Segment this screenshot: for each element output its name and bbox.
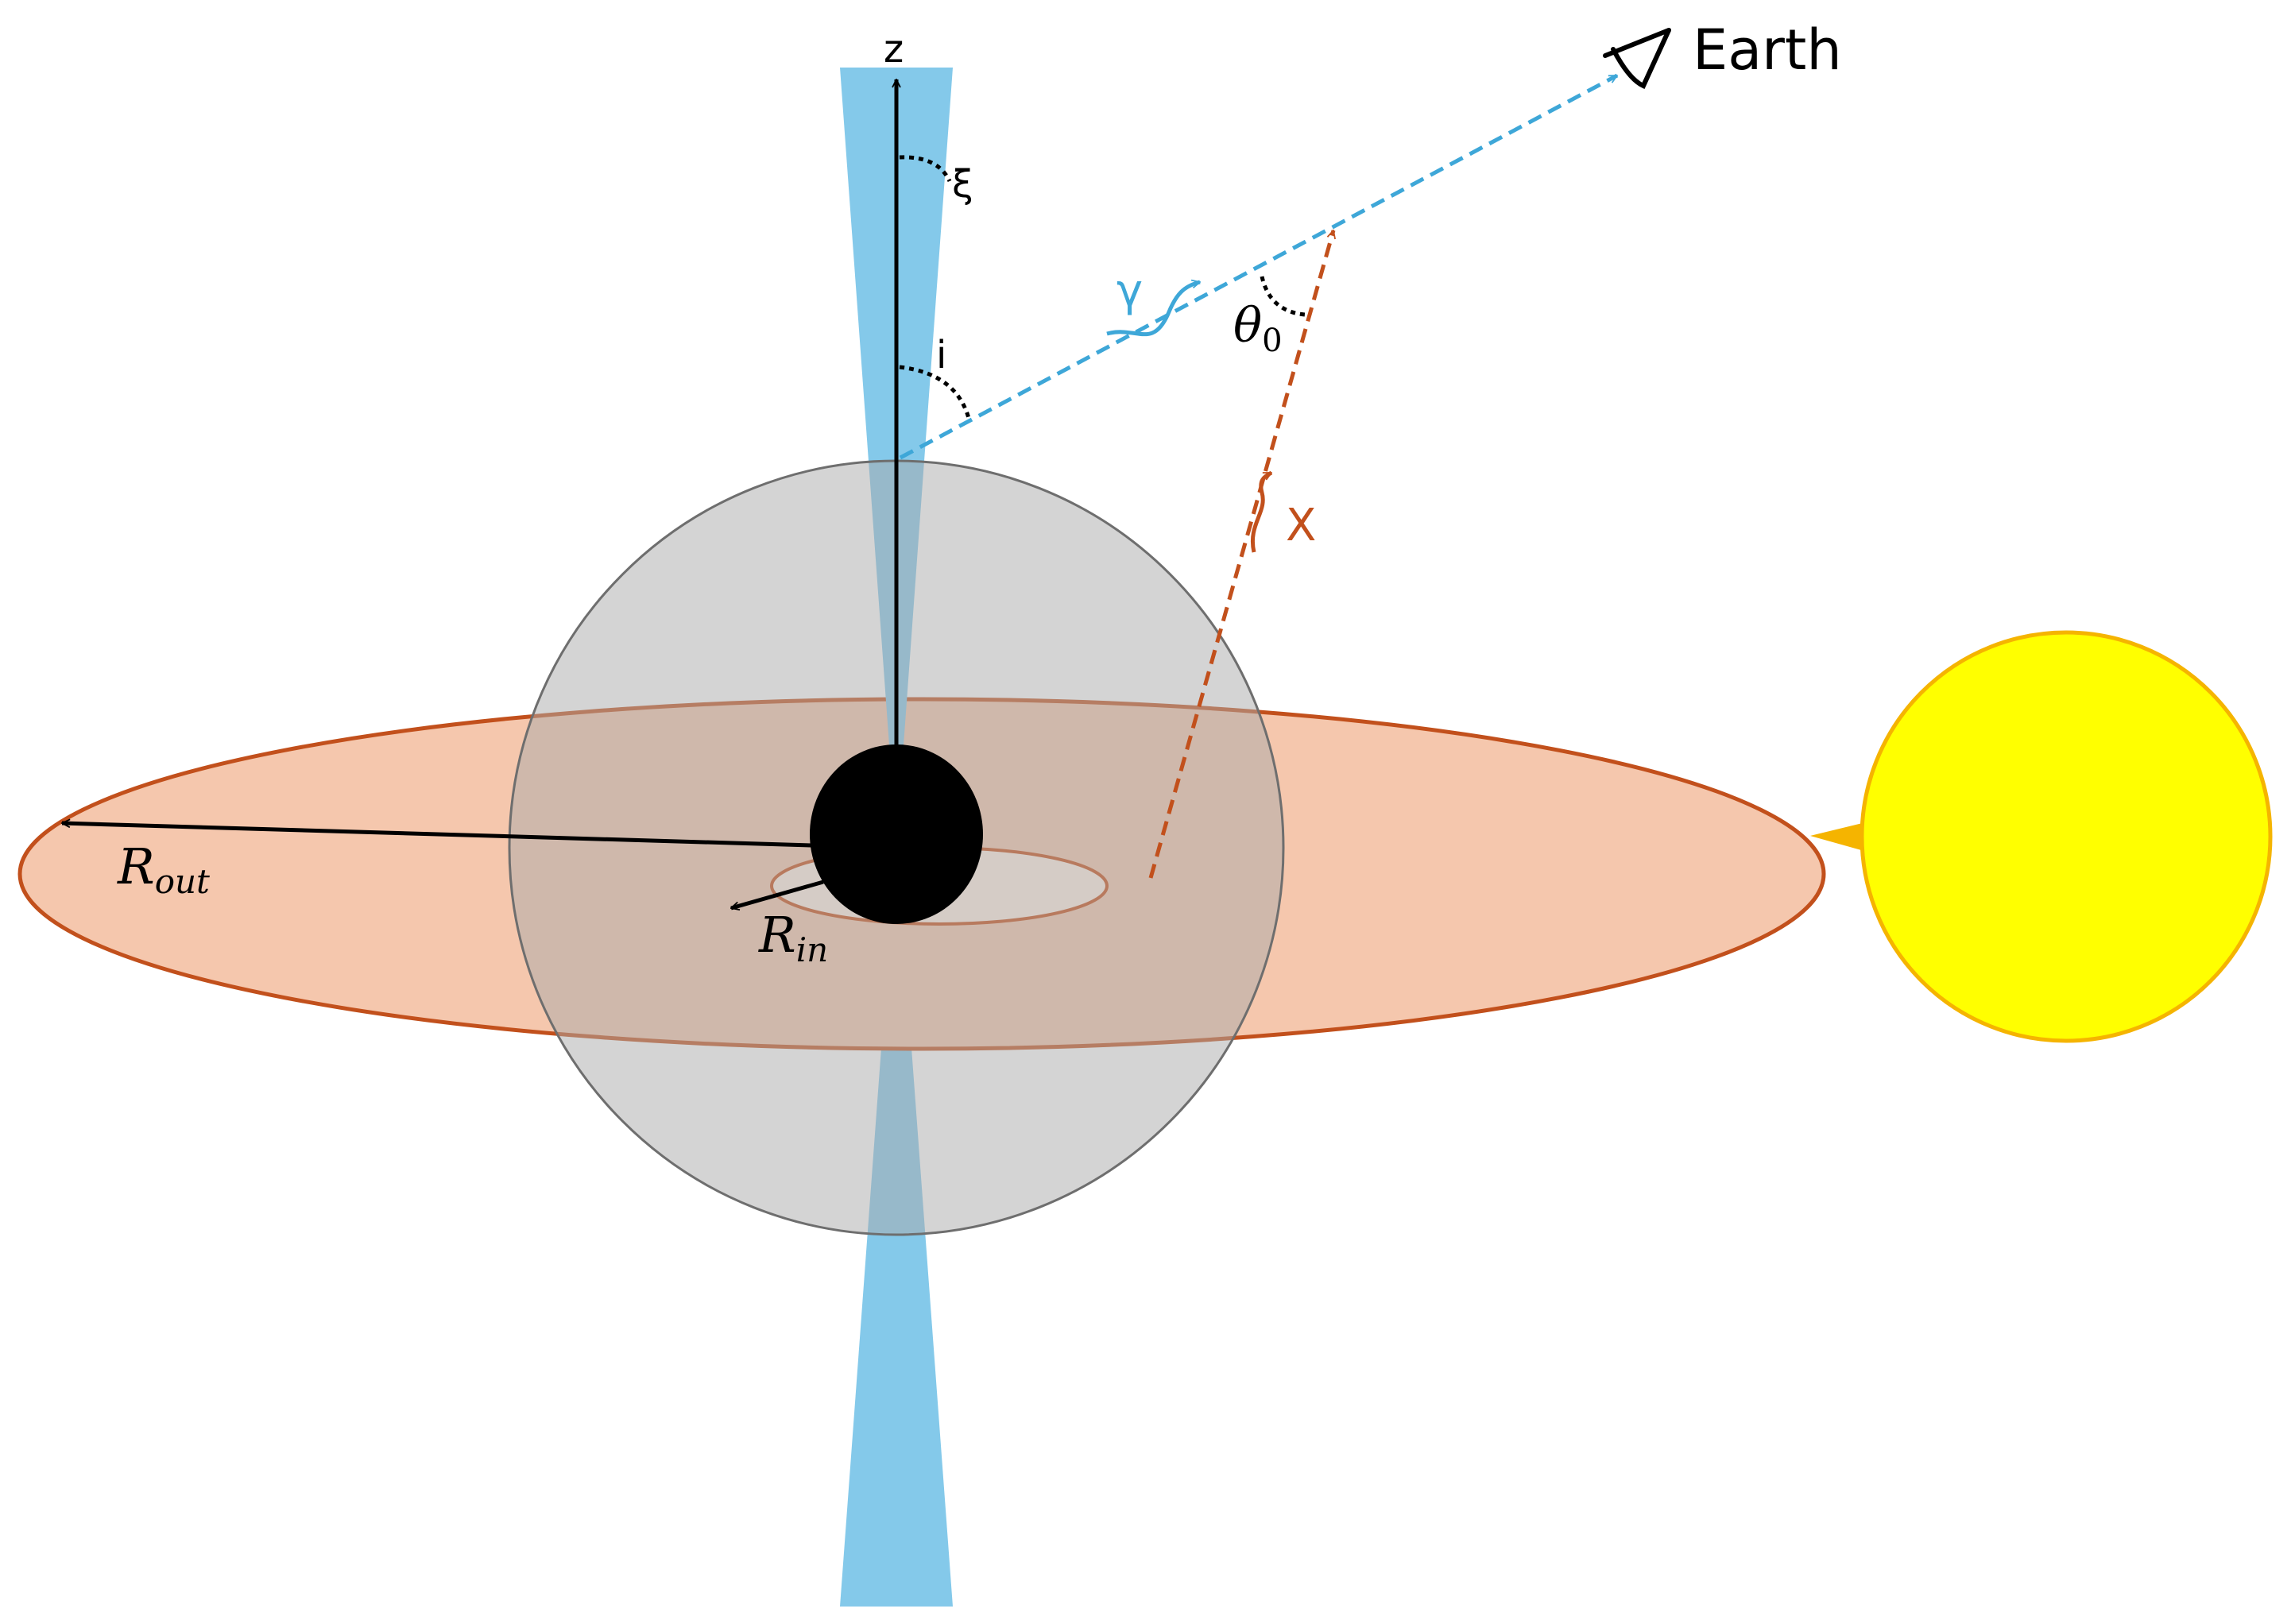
inclination-label: i bbox=[936, 333, 946, 377]
gamma-photon-wavy-arrow-icon bbox=[1106, 282, 1200, 337]
gamma-ray-path bbox=[899, 73, 1617, 460]
eye-icon bbox=[1603, 28, 1671, 89]
theta-symbol: θ bbox=[1233, 298, 1262, 354]
black-hole bbox=[810, 744, 983, 924]
xi-angle-arc bbox=[899, 155, 952, 183]
r-out-symbol: R bbox=[117, 837, 155, 895]
theta-subscript: 0 bbox=[1262, 323, 1282, 359]
theta-angle-arc bbox=[1260, 276, 1306, 317]
companion-star bbox=[1860, 630, 2273, 1043]
z-axis-label: z bbox=[884, 27, 904, 72]
xi-angle-label: ξ bbox=[952, 162, 973, 207]
r-in-label: Rin bbox=[758, 906, 828, 969]
gamma-ray-label: γ bbox=[1116, 265, 1143, 317]
xray-photon-wavy-arrow-icon bbox=[1251, 470, 1271, 553]
r-out-label: Rout bbox=[117, 837, 210, 901]
accretion-stream bbox=[1810, 820, 1875, 854]
r-out-arrow bbox=[62, 823, 813, 848]
r-in-symbol: R bbox=[758, 906, 796, 964]
inclination-angle-arc bbox=[899, 365, 972, 422]
theta-zero-label: θ0 bbox=[1233, 298, 1283, 359]
xray-path bbox=[1148, 230, 1333, 879]
earth-label: Earth bbox=[1693, 17, 1842, 83]
r-in-subscript: in bbox=[796, 930, 828, 969]
r-in-arrow bbox=[731, 880, 824, 908]
r-out-subscript: out bbox=[155, 862, 210, 901]
xray-label: X bbox=[1286, 500, 1316, 551]
